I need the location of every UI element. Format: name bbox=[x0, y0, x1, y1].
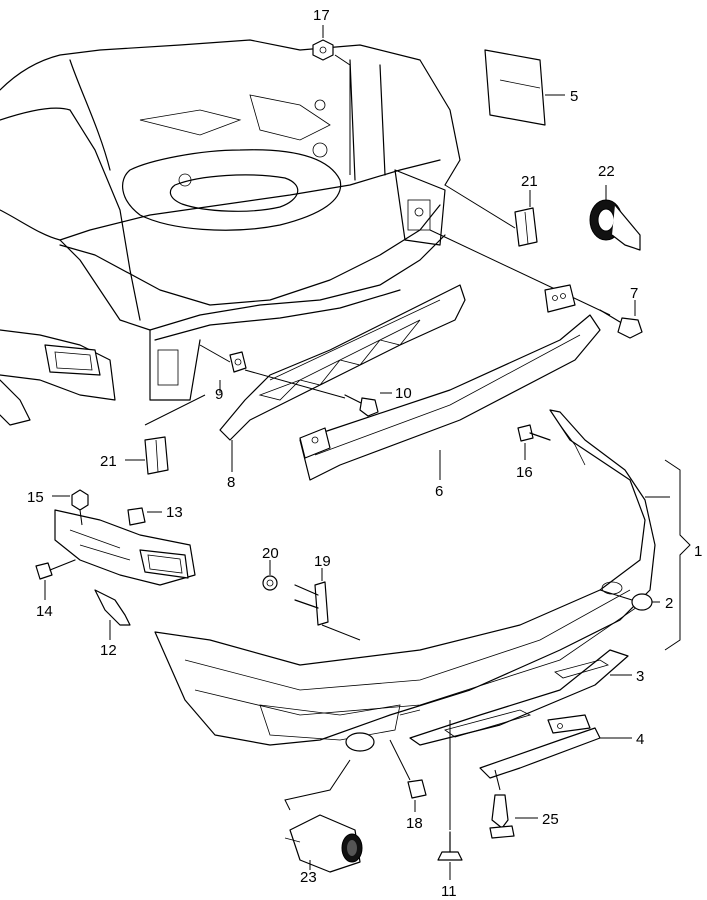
callout-19: 19 bbox=[314, 553, 331, 570]
part-5-shield bbox=[484, 49, 565, 126]
part-7-bolt bbox=[429, 229, 643, 339]
part-19-bracket bbox=[294, 568, 361, 641]
part-3-diffuser bbox=[409, 649, 632, 746]
callout-18: 18 bbox=[406, 815, 423, 832]
callout-11: 11 bbox=[441, 883, 457, 900]
callout-13: 13 bbox=[166, 504, 183, 521]
part-10-bolt bbox=[244, 369, 392, 417]
car-body-rear-section bbox=[0, 39, 461, 401]
part-21-lower-clip bbox=[125, 394, 206, 475]
left-side-bracket bbox=[0, 329, 116, 426]
callout-15: 15 bbox=[27, 489, 44, 506]
part-14-bolt bbox=[35, 559, 76, 600]
callout-7: 7 bbox=[630, 285, 638, 302]
callout-10: 10 bbox=[395, 385, 412, 402]
callout-8: 8 bbox=[227, 474, 235, 491]
part-25-clip bbox=[489, 769, 538, 839]
callout-23: 23 bbox=[300, 869, 317, 886]
part-1-bumper-cover bbox=[154, 409, 691, 752]
callout-9: 9 bbox=[215, 386, 223, 403]
callout-5: 5 bbox=[570, 88, 578, 105]
part-21-upper-clip bbox=[444, 184, 538, 247]
part-17-nut bbox=[312, 25, 351, 175]
callout-1: 1 bbox=[694, 543, 702, 560]
part-2-plug bbox=[599, 589, 660, 611]
callout-22: 22 bbox=[598, 163, 615, 180]
part-11-screw bbox=[437, 720, 463, 880]
part-18-clip bbox=[389, 739, 427, 812]
callout-2: 2 bbox=[665, 595, 673, 612]
callout-25: 25 bbox=[542, 811, 559, 828]
part-13-clip bbox=[127, 507, 162, 526]
callout-16: 16 bbox=[516, 464, 533, 481]
callout-21-lower: 21 bbox=[100, 453, 117, 470]
callout-3: 3 bbox=[636, 668, 644, 685]
part-22-tape-roll bbox=[589, 185, 641, 251]
callout-14: 14 bbox=[36, 603, 53, 620]
part-23-tailpipe bbox=[284, 759, 363, 873]
callout-20: 20 bbox=[262, 545, 279, 562]
part-6-reinforcement-beam bbox=[299, 284, 601, 481]
part-20-nut bbox=[262, 560, 278, 591]
callout-6: 6 bbox=[435, 483, 443, 500]
part-16-screw bbox=[517, 424, 551, 460]
callout-17: 17 bbox=[313, 7, 330, 24]
callouts: 1 2 3 4 5 6 7 8 9 10 11 12 13 14 15 16 1… bbox=[27, 7, 702, 900]
part-8-absorber bbox=[219, 284, 466, 472]
part-9-clip bbox=[199, 344, 247, 393]
callout-21-upper: 21 bbox=[521, 173, 538, 190]
callout-12: 12 bbox=[100, 642, 117, 659]
callout-4: 4 bbox=[636, 731, 644, 748]
part-4-cover-trim bbox=[479, 714, 632, 779]
part-15-nut bbox=[52, 489, 89, 526]
part-12-left-bracket bbox=[54, 509, 196, 640]
